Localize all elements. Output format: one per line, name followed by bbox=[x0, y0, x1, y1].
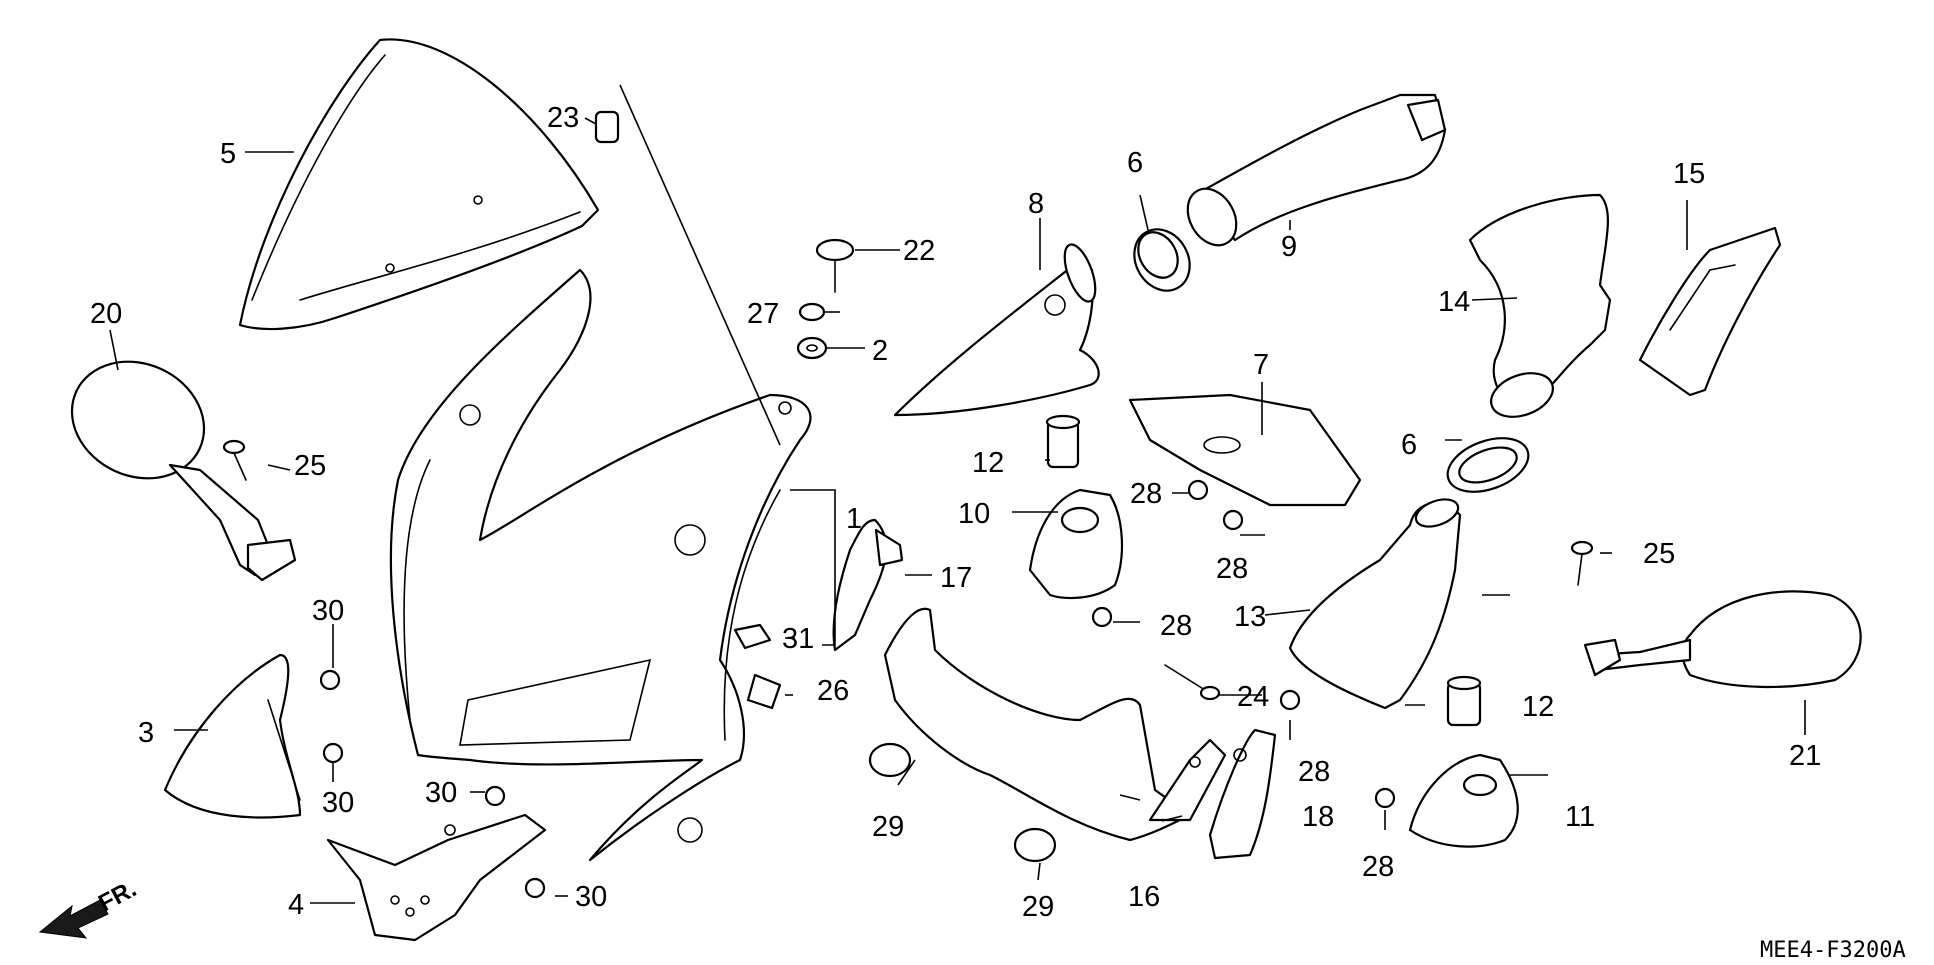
callout-10: 10 bbox=[958, 498, 990, 530]
callout-26: 26 bbox=[817, 675, 849, 707]
diagram-code: MEE4-F3200A bbox=[1760, 938, 1906, 963]
callout-9: 9 bbox=[1281, 231, 1297, 263]
callout-31: 31 bbox=[782, 623, 814, 655]
callout-24: 24 bbox=[1237, 681, 1269, 713]
center-bracket bbox=[1128, 393, 1362, 507]
callout-20: 20 bbox=[90, 298, 122, 330]
callout-6-upper: 6 bbox=[1127, 147, 1143, 179]
callout-13: 13 bbox=[1234, 601, 1266, 633]
upper-cowl bbox=[389, 268, 812, 862]
right-mirror bbox=[1583, 590, 1862, 689]
callout-30-c: 30 bbox=[425, 777, 457, 809]
inner-panel-left bbox=[163, 653, 302, 819]
callout-8: 8 bbox=[1028, 188, 1044, 220]
callout-4: 4 bbox=[288, 889, 304, 921]
duct-seal-upper bbox=[1133, 228, 1191, 292]
callout-28-e: 28 bbox=[1362, 851, 1394, 883]
left-inner-duct bbox=[1028, 488, 1123, 600]
intake-tube bbox=[1186, 93, 1447, 247]
callout-28-a: 28 bbox=[1130, 478, 1162, 510]
air-duct-left bbox=[893, 243, 1100, 417]
clip-nut bbox=[746, 673, 782, 710]
callouts: 1 2 3 4 5 6 6 7 8 9 10 11 12 12 13 14 15… bbox=[90, 102, 1821, 923]
duct-seal-lower bbox=[1446, 437, 1530, 493]
stay-bracket bbox=[832, 518, 904, 652]
callout-11: 11 bbox=[1565, 801, 1595, 833]
lower-inner-panel bbox=[883, 607, 1227, 842]
callout-3: 3 bbox=[138, 717, 154, 749]
callout-29-b: 29 bbox=[1022, 891, 1054, 923]
callout-21: 21 bbox=[1789, 740, 1821, 772]
callout-7: 7 bbox=[1253, 349, 1269, 381]
callout-30-d: 30 bbox=[575, 881, 607, 913]
callout-6-lower: 6 bbox=[1401, 429, 1417, 461]
callout-25-left: 25 bbox=[294, 450, 326, 482]
left-mirror bbox=[70, 360, 297, 582]
callout-28-d: 28 bbox=[1298, 756, 1330, 788]
callout-17: 17 bbox=[940, 562, 972, 594]
grommet-left bbox=[1045, 414, 1081, 469]
fastener-22 bbox=[815, 238, 855, 293]
dampers-29 bbox=[868, 742, 1057, 863]
callout-29-a: 29 bbox=[872, 811, 904, 843]
fasteners-30 bbox=[319, 669, 546, 899]
callout-22: 22 bbox=[903, 235, 935, 267]
side-bracket bbox=[1208, 728, 1277, 860]
lower-cover-left bbox=[326, 813, 547, 942]
callout-28-b: 28 bbox=[1216, 553, 1248, 585]
callout-1: 1 bbox=[846, 503, 862, 535]
right-intake-duct bbox=[1468, 193, 1612, 418]
front-direction-arrow: FR. bbox=[38, 875, 141, 939]
callout-5: 5 bbox=[220, 138, 236, 170]
fasteners-28 bbox=[1091, 479, 1396, 809]
callout-16: 16 bbox=[1128, 881, 1160, 913]
callout-15: 15 bbox=[1673, 158, 1705, 190]
callout-27: 27 bbox=[747, 298, 779, 330]
callout-30-b: 30 bbox=[322, 787, 354, 819]
callout-18: 18 bbox=[1302, 801, 1334, 833]
right-side-panel bbox=[1638, 226, 1782, 397]
fastener-25-left bbox=[222, 439, 247, 481]
rubber-pad bbox=[733, 623, 772, 650]
callout-12-left: 12 bbox=[972, 447, 1004, 479]
leader-lines bbox=[109, 84, 1806, 904]
fastener-2 bbox=[796, 336, 828, 360]
callout-25-right: 25 bbox=[1643, 538, 1675, 570]
right-inner-duct bbox=[1408, 753, 1519, 848]
grommet-right bbox=[1446, 675, 1482, 727]
fastener-23 bbox=[594, 110, 620, 144]
callout-23: 23 bbox=[547, 102, 579, 134]
windscreen bbox=[238, 38, 600, 331]
callout-30-a: 30 bbox=[312, 595, 344, 627]
callout-2: 2 bbox=[872, 335, 888, 367]
callout-12-right: 12 bbox=[1522, 691, 1554, 723]
fastener-24 bbox=[1164, 664, 1221, 701]
right-air-duct bbox=[1288, 498, 1462, 710]
callout-14: 14 bbox=[1438, 286, 1470, 318]
callout-28-c: 28 bbox=[1160, 610, 1192, 642]
fastener-25-right bbox=[1570, 540, 1594, 586]
fastener-27 bbox=[798, 302, 826, 322]
